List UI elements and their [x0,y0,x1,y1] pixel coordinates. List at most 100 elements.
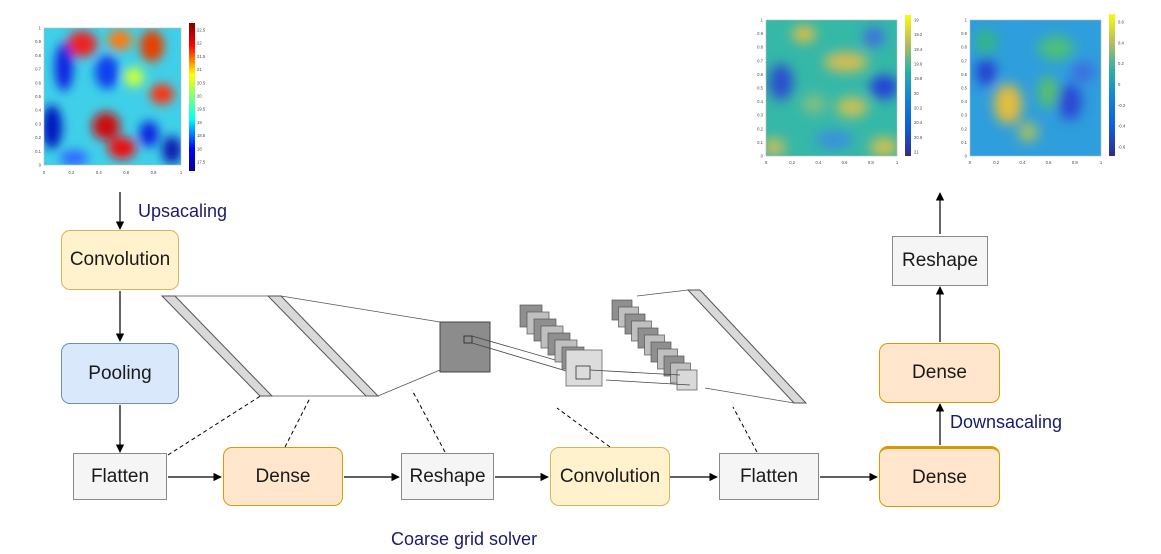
tick-label: 0.1 [35,149,41,154]
feature-map [565,349,603,387]
tick-label: 0 [765,160,768,165]
tick-label: 0.2 [68,170,74,175]
tick-label: 20 [914,91,919,96]
tick-label: 1 [1100,160,1103,165]
tick-label: 0.4 [96,170,102,175]
tick-label: 0 [43,170,46,175]
tick-label: 0 [965,154,968,159]
tick-label: 0.2 [757,126,763,131]
tick-label: 1 [180,170,183,175]
tick-label: 20.5 [197,80,206,85]
tick-label: 0.2 [789,160,795,165]
tick-label: 20.2 [914,106,923,111]
tick-label: 0.6 [961,72,967,77]
tick-label: 18 [197,146,202,151]
tick-label: 0.7 [757,58,763,63]
tick-label: 1 [39,26,42,31]
tick-label: 0.4 [961,99,967,104]
tick-label: 0.4 [1118,40,1124,45]
conv-feature-maps-stack-2 [611,299,698,391]
feature-map [676,369,698,391]
reshape-node-top[interactable]: Reshape [892,236,988,286]
tick-label: 0.6 [842,160,848,165]
tick-label: 0.4 [757,99,763,104]
tick-label: 0.4 [1019,160,1025,165]
tick-label: 0.8 [961,45,967,50]
flatten-node-right[interactable]: Flatten [719,453,819,500]
tick-label: 19.2 [914,32,923,37]
convolution-node-middle[interactable]: Convolution [550,447,670,506]
tick-label: -0.6 [1118,145,1126,150]
tick-label: 0 [39,163,42,168]
tick-label: 22 [197,41,202,46]
tick-label: 0.6 [1046,160,1052,165]
tick-label: 0.2 [993,160,999,165]
tick-label: 0.1 [961,140,967,145]
reshape-square-illustration [439,321,591,379]
conv-feature-maps-stack [519,304,603,387]
tick-label: 0.3 [35,121,41,126]
tick-label: 0.5 [35,94,41,99]
tick-label: -0.4 [1118,124,1126,129]
tick-label: 19.6 [914,62,923,67]
tick-label: 0.9 [961,31,967,36]
tick-label: 0.3 [757,113,763,118]
tick-label: 21 [197,67,202,72]
tick-label: 20.6 [914,135,923,140]
output-heatmap-1: 1 0.9 0.8 0.7 0.6 0.5 0.4 0.3 0.2 0.1 0 0 0.2 0.4 0.6… [757,15,923,165]
tick-label: 20 [197,94,202,99]
coarse-grid-solver-label: Coarse grid solver [391,529,538,549]
dense-node-middle[interactable]: Dense [223,447,343,506]
tick-label: 0.1 [757,140,763,145]
tick-label: 19 [914,18,919,23]
tick-label: 0.7 [961,58,967,63]
downsacaling-label: Downsacaling [950,412,1063,432]
tick-label: 0.9 [757,31,763,36]
tick-label: 18.5 [197,133,206,138]
tick-label: 0 [1118,82,1121,87]
tick-label: 0.9 [35,39,41,44]
tick-label: 19.4 [914,47,923,52]
dense-node-upper-right[interactable]: Dense [879,343,1000,403]
tick-label: -0.2 [1118,103,1126,108]
flatten-layer-illustration [589,289,808,404]
flatten-node-left[interactable]: Flatten [73,453,167,500]
tick-label: 1 [896,160,899,165]
tick-label: 1 [761,18,764,23]
tick-label: 0.5 [757,86,763,91]
dense-node-bottom-right[interactable]: Dense [879,446,1000,507]
tick-label: 0.8 [35,53,41,58]
tick-label: 19.5 [197,107,206,112]
output-heatmap-2: 1 0.9 0.8 0.7 0.6 0.5 0.4 0.3 0.2 0.1 0 0 0.2 0.4 0.6… [961,14,1126,165]
tick-label: 0.4 [815,160,821,165]
kernel-window [575,365,591,380]
tick-label: 0.6 [35,80,41,85]
convolution-node-top[interactable]: Convolution [61,230,179,290]
tick-label: 0.6 [1118,20,1124,25]
tick-label: 22.5 [197,28,206,33]
tick-label: 0.8 [151,170,157,175]
tick-label: 21.5 [197,54,206,59]
tick-label: 17.5 [197,160,206,165]
tick-label: 0.2 [961,126,967,131]
tick-label: 0.2 [1118,61,1124,66]
tick-label: 19.8 [914,76,923,81]
tick-label: 0.7 [35,67,41,72]
dense-layer-illustration [160,295,441,397]
tick-label: 0.8 [757,45,763,50]
upsacaling-label: Upsacaling [138,201,228,221]
tick-label: 0 [761,154,764,159]
tick-label: 0.8 [868,160,874,165]
tick-label: 0.6 [757,72,763,77]
tick-label: 0 [969,160,972,165]
tick-label: 0.3 [961,113,967,118]
tick-label: 0.4 [35,108,41,113]
tick-label: 0.6 [123,170,129,175]
tick-label: 21 [914,150,919,155]
tick-label: 1 [965,18,968,23]
reshape-node-middle[interactable]: Reshape [401,453,494,500]
pooling-node[interactable]: Pooling [61,343,179,404]
tick-label: 0.5 [961,86,967,91]
